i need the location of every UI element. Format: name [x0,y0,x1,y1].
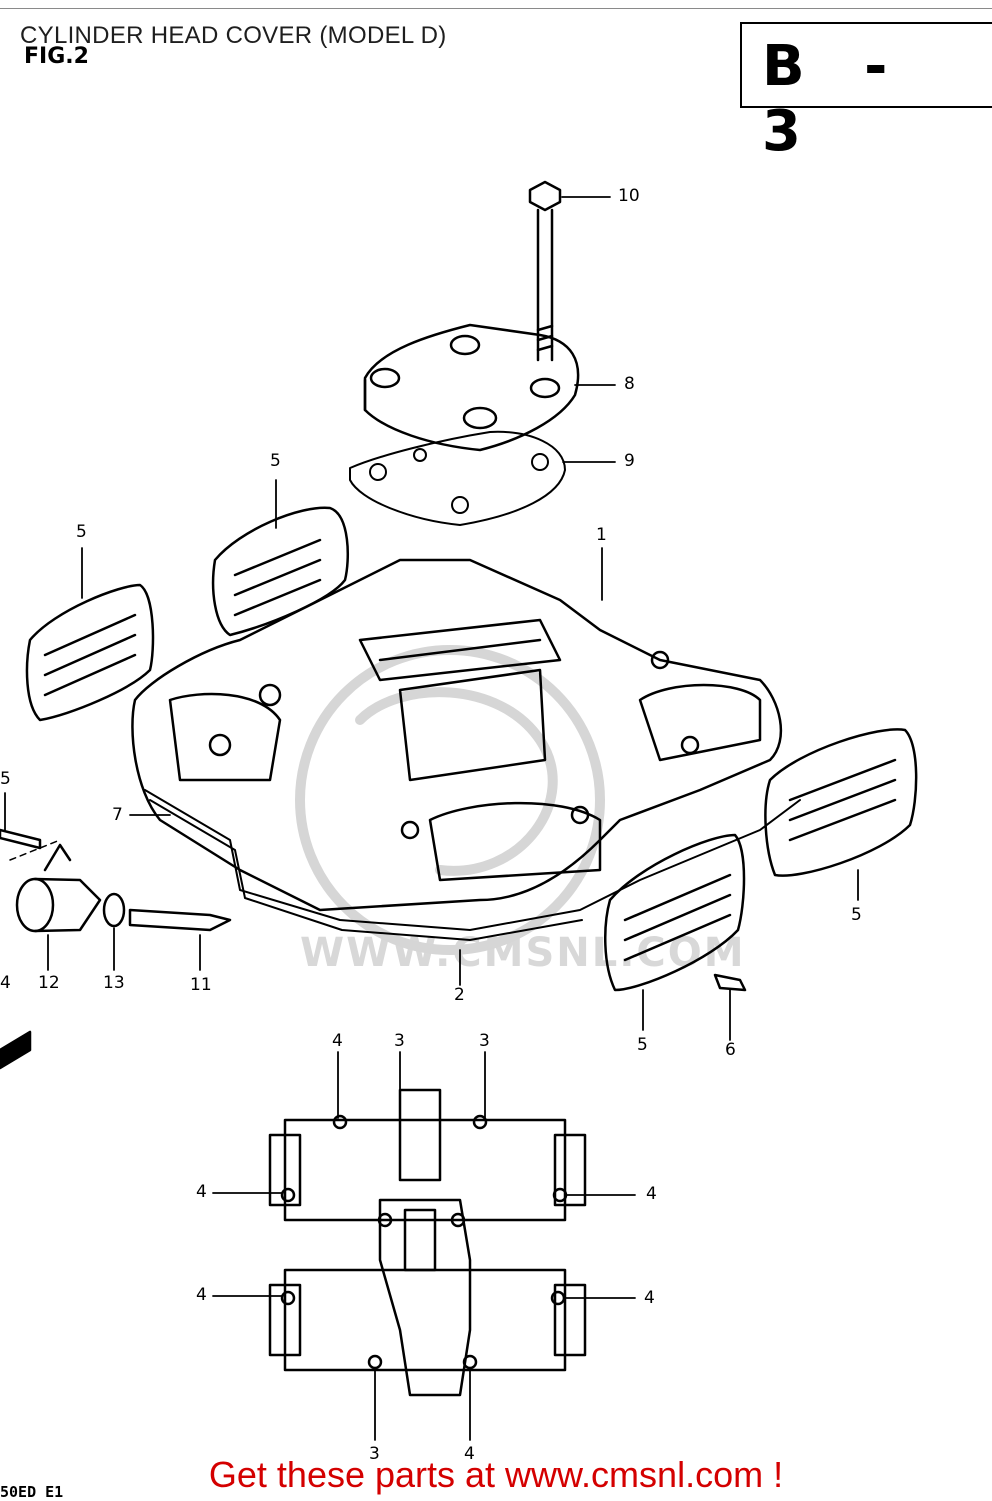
screw-6 [713,973,747,992]
leader-lines [4,196,859,1441]
callout-label: 5 [76,522,87,542]
top-rule [0,8,992,9]
callout-label: 4 [644,1288,655,1308]
callout-label: 3 [479,1031,490,1051]
callout-label: 5 [270,451,281,471]
reference-code: B - 3 [762,34,908,164]
callout-label: 4 [0,973,11,993]
plan-view-upper [268,1088,587,1222]
bolt-5-left [0,828,42,850]
callout-label: 2 [454,985,465,1005]
page-title: CYLINDER HEAD COVER (MODEL D) [20,22,447,49]
callout-label: 5 [851,905,862,925]
callout-label: 10 [618,186,640,206]
callout-label: 4 [196,1182,207,1202]
plan-view-lower [268,1268,587,1372]
head-cover-1 [131,558,783,912]
callout-label: 4 [464,1444,475,1464]
cover-plate-8 [363,323,580,452]
callout-label: 9 [624,451,635,471]
dash-guide [9,839,61,861]
callout-label: 4 [332,1031,343,1051]
parts-store-link[interactable]: Get these parts at www.cmsnl.com ! [208,1454,784,1495]
side-cap-5-d [604,833,746,992]
o-ring-13 [102,892,126,928]
tacho-gear-11 [128,908,232,932]
callout-label: 5 [0,769,11,789]
figure-label: FIG.2 [24,44,89,69]
callout-label: 4 [196,1285,207,1305]
plan-view-center [377,1198,472,1397]
watermark-text: WWW.CMSNL.COM [300,930,746,976]
callout-label: 7 [112,805,123,825]
model-code: 50ED E1 [0,1483,64,1501]
side-cap-5-b [25,583,155,722]
callout-label: 3 [394,1031,405,1051]
callout-label: 4 [646,1184,657,1204]
callout-label: 1 [596,525,607,545]
gasket-9 [349,430,566,526]
callout-label: 13 [103,973,125,993]
callout-label: 12 [38,973,60,993]
side-cap-5-a [211,506,349,637]
housing-12 [15,843,102,933]
watermark-emblem [295,645,605,955]
callout-label: 6 [725,1040,736,1060]
reference-code-box [740,22,992,108]
callout-label: 5 [637,1035,648,1055]
callout-label: 11 [190,975,212,995]
callout-label: 3 [369,1444,380,1464]
gasket-2 [144,789,801,941]
forward-arrow [0,1030,32,1070]
side-cap-5-c [764,728,918,877]
callout-label: 8 [624,374,635,394]
